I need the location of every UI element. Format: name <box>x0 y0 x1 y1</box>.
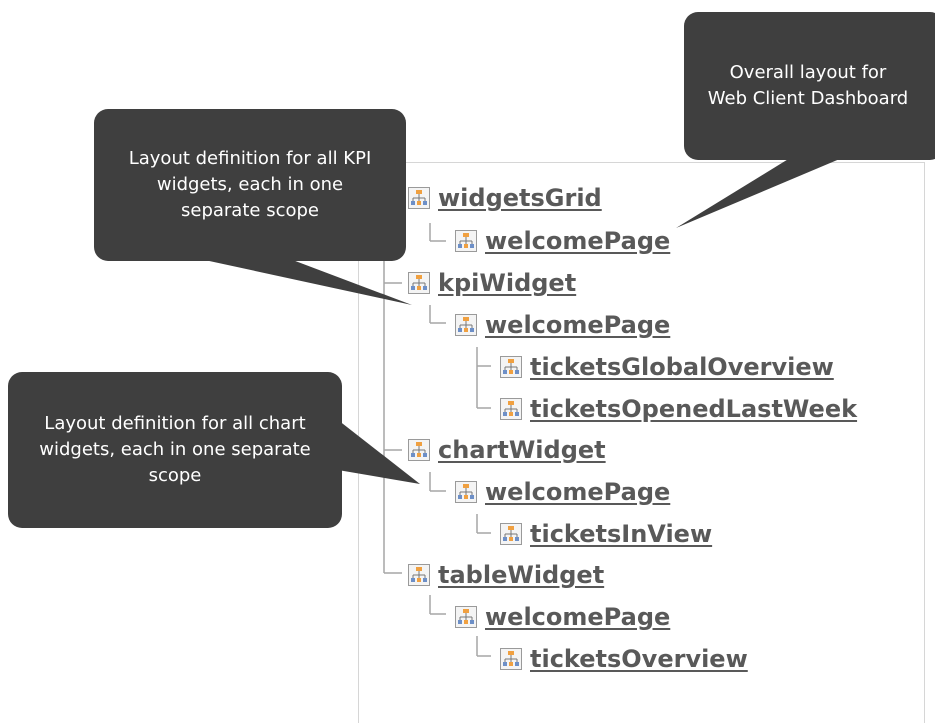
tree-node-label[interactable]: ticketsGlobalOverview <box>530 353 834 381</box>
tree-node-label[interactable]: ticketsInView <box>530 520 713 548</box>
tree-node[interactable]: ticketsGlobalOverview <box>500 352 834 382</box>
hierarchy-icon <box>500 523 522 545</box>
tree-node[interactable]: ticketsOpenedLastWeek <box>500 394 857 424</box>
hierarchy-icon <box>455 606 477 628</box>
callout-chart-pointer <box>338 420 420 484</box>
callout-overall-layout: Overall layout for Web Client Dashboard <box>684 12 935 160</box>
tree-node[interactable]: welcomePage <box>455 602 670 632</box>
tree-node-label[interactable]: kpiWidget <box>438 269 577 297</box>
callout-overall-pointer <box>676 158 842 228</box>
tree-node[interactable]: welcomePage <box>455 310 670 340</box>
tree-node[interactable]: ticketsInView <box>500 519 712 549</box>
hierarchy-icon <box>408 272 430 294</box>
hierarchy-icon <box>455 314 477 336</box>
tree-node[interactable]: tableWidget <box>408 560 604 590</box>
tree-node-label[interactable]: tableWidget <box>438 561 605 589</box>
tree-node-label[interactable]: welcomePage <box>485 311 671 339</box>
tree-node[interactable]: welcomePage <box>455 226 670 256</box>
hierarchy-icon <box>500 356 522 378</box>
tree-panel <box>358 162 925 723</box>
tree-node[interactable]: welcomePage <box>455 477 670 507</box>
tree-node-label[interactable]: ticketsOpenedLastWeek <box>530 395 858 423</box>
tree-node-label[interactable]: welcomePage <box>485 227 671 255</box>
hierarchy-icon <box>408 564 430 586</box>
hierarchy-icon <box>408 439 430 461</box>
tree-connector-lines <box>383 223 491 657</box>
hierarchy-icon <box>455 230 477 252</box>
tree-node[interactable]: ticketsOverview <box>500 644 748 674</box>
tree-node-label[interactable]: ticketsOverview <box>530 645 748 673</box>
tree-node-label[interactable]: welcomePage <box>485 603 671 631</box>
hierarchy-icon <box>500 648 522 670</box>
callout-chart-layout: Layout definition for all chart widgets,… <box>8 372 342 528</box>
callout-pointers <box>200 158 842 484</box>
tree-node-label[interactable]: welcomePage <box>485 478 671 506</box>
hierarchy-icon <box>408 187 430 209</box>
tree-node[interactable]: kpiWidget <box>408 268 576 298</box>
tree-node[interactable]: chartWidget <box>408 435 606 465</box>
tree-node-label[interactable]: chartWidget <box>438 436 606 464</box>
hierarchy-icon <box>500 398 522 420</box>
hierarchy-icon <box>455 481 477 503</box>
callout-kpi-layout: Layout definition for all KPI widgets, e… <box>94 109 406 261</box>
tree-node-label[interactable]: widgetsGrid <box>438 184 602 212</box>
callout-kpi-pointer <box>200 259 412 305</box>
tree-node[interactable]: widgetsGrid <box>408 183 602 213</box>
